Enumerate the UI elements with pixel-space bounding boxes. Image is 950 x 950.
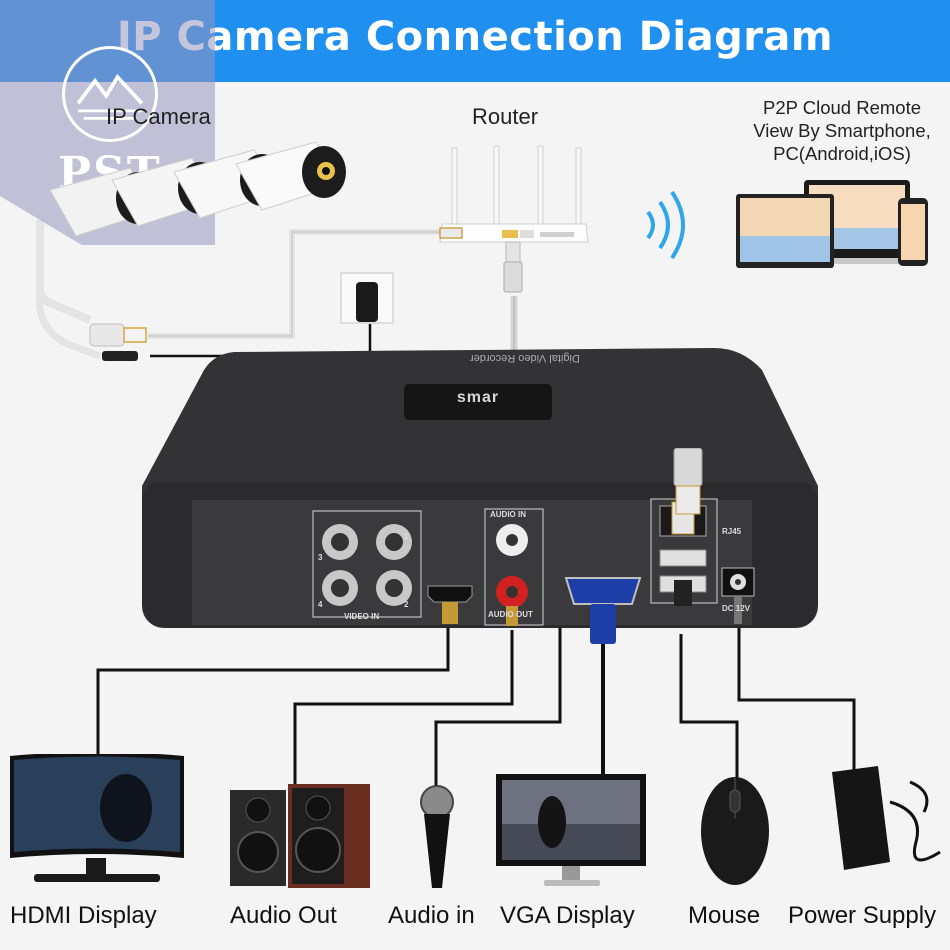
vga-monitor-icon	[496, 774, 646, 886]
ethernet-plug-icon	[673, 448, 703, 515]
camera-connectors	[89, 323, 147, 361]
audio-ports	[484, 508, 544, 626]
mouse-cable	[679, 634, 739, 780]
hdmi-monitor-icon	[10, 754, 184, 882]
speakers-icon	[230, 784, 370, 888]
audio-out-jack-icon	[496, 576, 528, 608]
hdmi-port	[427, 585, 473, 624]
ch1-label: 1	[404, 532, 409, 541]
p2p-label: P2P Cloud Remote View By Smartphone, PC(…	[728, 96, 950, 165]
power-adapter-icon	[832, 766, 941, 870]
bnc-port-icon	[376, 570, 412, 606]
nvr-brand: smar	[456, 389, 500, 406]
bnc-port-icon	[322, 524, 358, 560]
vga-port	[564, 577, 642, 644]
ch2-label: 2	[404, 600, 409, 609]
hdmi-display-label: HDMI Display	[10, 902, 157, 929]
vga-display-label: VGA Display	[500, 902, 635, 929]
audio-out-label: Audio Out	[230, 902, 337, 929]
audio-in-jack-icon	[496, 524, 528, 556]
p2p-label-line3: PC(Android,iOS)	[773, 143, 911, 164]
wifi-signal-icon	[646, 190, 685, 260]
usb-port-icon	[659, 549, 707, 567]
bnc-port-icon	[376, 524, 412, 560]
power-cable	[737, 624, 856, 770]
nvr-top-icon	[142, 348, 818, 508]
p2p-label-line2: View By Smartphone,	[753, 120, 931, 141]
power-supply-label: Power Supply	[788, 902, 937, 929]
nvr-rear-panel	[192, 500, 752, 625]
ip-camera-group	[49, 141, 346, 237]
ip-camera-label: IP Camera	[106, 104, 211, 129]
audio-in-label: Audio in	[388, 902, 475, 929]
nvr-brand-badge	[404, 384, 552, 420]
nvr-tag: Digital Video Recorder	[470, 352, 580, 364]
camera-power-adapter-icon	[356, 282, 378, 322]
router-label: Router	[472, 104, 539, 129]
hdmi-cable	[96, 625, 450, 760]
audio-out-port-label: AUDIO OUT	[488, 610, 533, 619]
page-title: IP Camera Connection Diagram	[116, 14, 834, 60]
bnc-port-icon	[322, 570, 358, 606]
rj45-label: RJ45	[722, 527, 742, 536]
video-in-label: VIDEO IN	[344, 612, 380, 621]
dc-power-port	[721, 567, 755, 624]
audio-in-port-label: AUDIO IN	[490, 510, 526, 519]
remote-devices-icon	[736, 180, 928, 268]
ip-camera-icon	[235, 141, 346, 211]
p2p-label-line1: P2P Cloud Remote	[762, 97, 922, 118]
audio-out-cable	[293, 630, 514, 790]
ch4-label: 4	[318, 600, 323, 609]
watermark-logo-icon	[62, 46, 158, 142]
mouse-label: Mouse	[688, 902, 761, 929]
mouse-icon	[701, 777, 769, 885]
video-in-ports	[312, 510, 422, 618]
router-icon	[439, 145, 589, 293]
ch3-label: 3	[318, 553, 323, 562]
dc-label: DC 12V	[722, 604, 751, 613]
microphone-icon	[420, 785, 454, 888]
